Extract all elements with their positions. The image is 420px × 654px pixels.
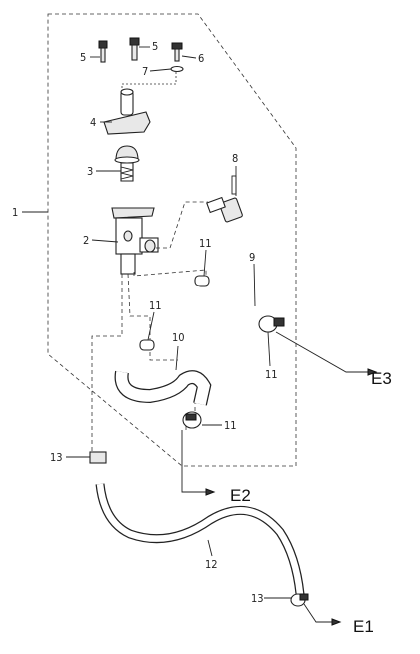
- part-13-clip-upper: [89, 451, 107, 464]
- callout-6: 6: [198, 52, 204, 65]
- part-4-thermostat-housing: [103, 88, 151, 135]
- callout-11-hose-9: 11: [265, 368, 278, 381]
- part-11-clamp-upper-right: [194, 275, 210, 287]
- callout-10: 10: [172, 331, 185, 344]
- part-12-long-hose: [95, 483, 305, 595]
- output-label-e2: E2: [230, 486, 251, 505]
- part-2-housing-body: [111, 207, 159, 275]
- part-3-thermostat: [114, 145, 140, 182]
- callout-11-upper-right: 11: [199, 237, 212, 250]
- callout-11-upper-left: 11: [149, 299, 162, 312]
- e2-leader: [181, 430, 206, 493]
- callout-8: 8: [232, 152, 238, 165]
- callout-5-left: 5: [80, 51, 86, 64]
- part-7-washer: [170, 65, 184, 73]
- callout-5-right: 5: [152, 40, 158, 53]
- callout-4: 4: [90, 116, 96, 129]
- callout-3: 3: [87, 165, 93, 178]
- callout-11-hose-10: 11: [224, 419, 237, 432]
- callout-13-upper: 13: [50, 451, 63, 464]
- part-11-clamp-upper-left: [139, 339, 155, 351]
- e1-leader: [303, 603, 332, 623]
- output-label-e1: E1: [353, 617, 374, 636]
- callout-1: 1: [12, 206, 18, 219]
- part-5-bolt-right: [129, 37, 140, 61]
- part-6-bolt: [171, 42, 183, 62]
- callout-9: 9: [249, 251, 255, 264]
- part-9-hose: [192, 285, 267, 339]
- e3-leader: [275, 331, 368, 373]
- part-10-hose: [114, 370, 212, 406]
- part-11-clamp-hose-10: [182, 411, 202, 429]
- part-11-clamp-hose-9: [258, 315, 285, 333]
- assembly-boundary: [47, 13, 297, 467]
- output-label-e3: E3: [371, 369, 392, 388]
- callout-2: 2: [83, 234, 89, 247]
- callout-7: 7: [142, 65, 148, 78]
- part-5-bolt-left: [98, 40, 108, 63]
- callout-12: 12: [205, 558, 218, 571]
- part-8-temperature-sensor: [206, 175, 243, 223]
- callout-13-lower: 13: [251, 592, 264, 605]
- part-13-clip-lower: [290, 593, 309, 607]
